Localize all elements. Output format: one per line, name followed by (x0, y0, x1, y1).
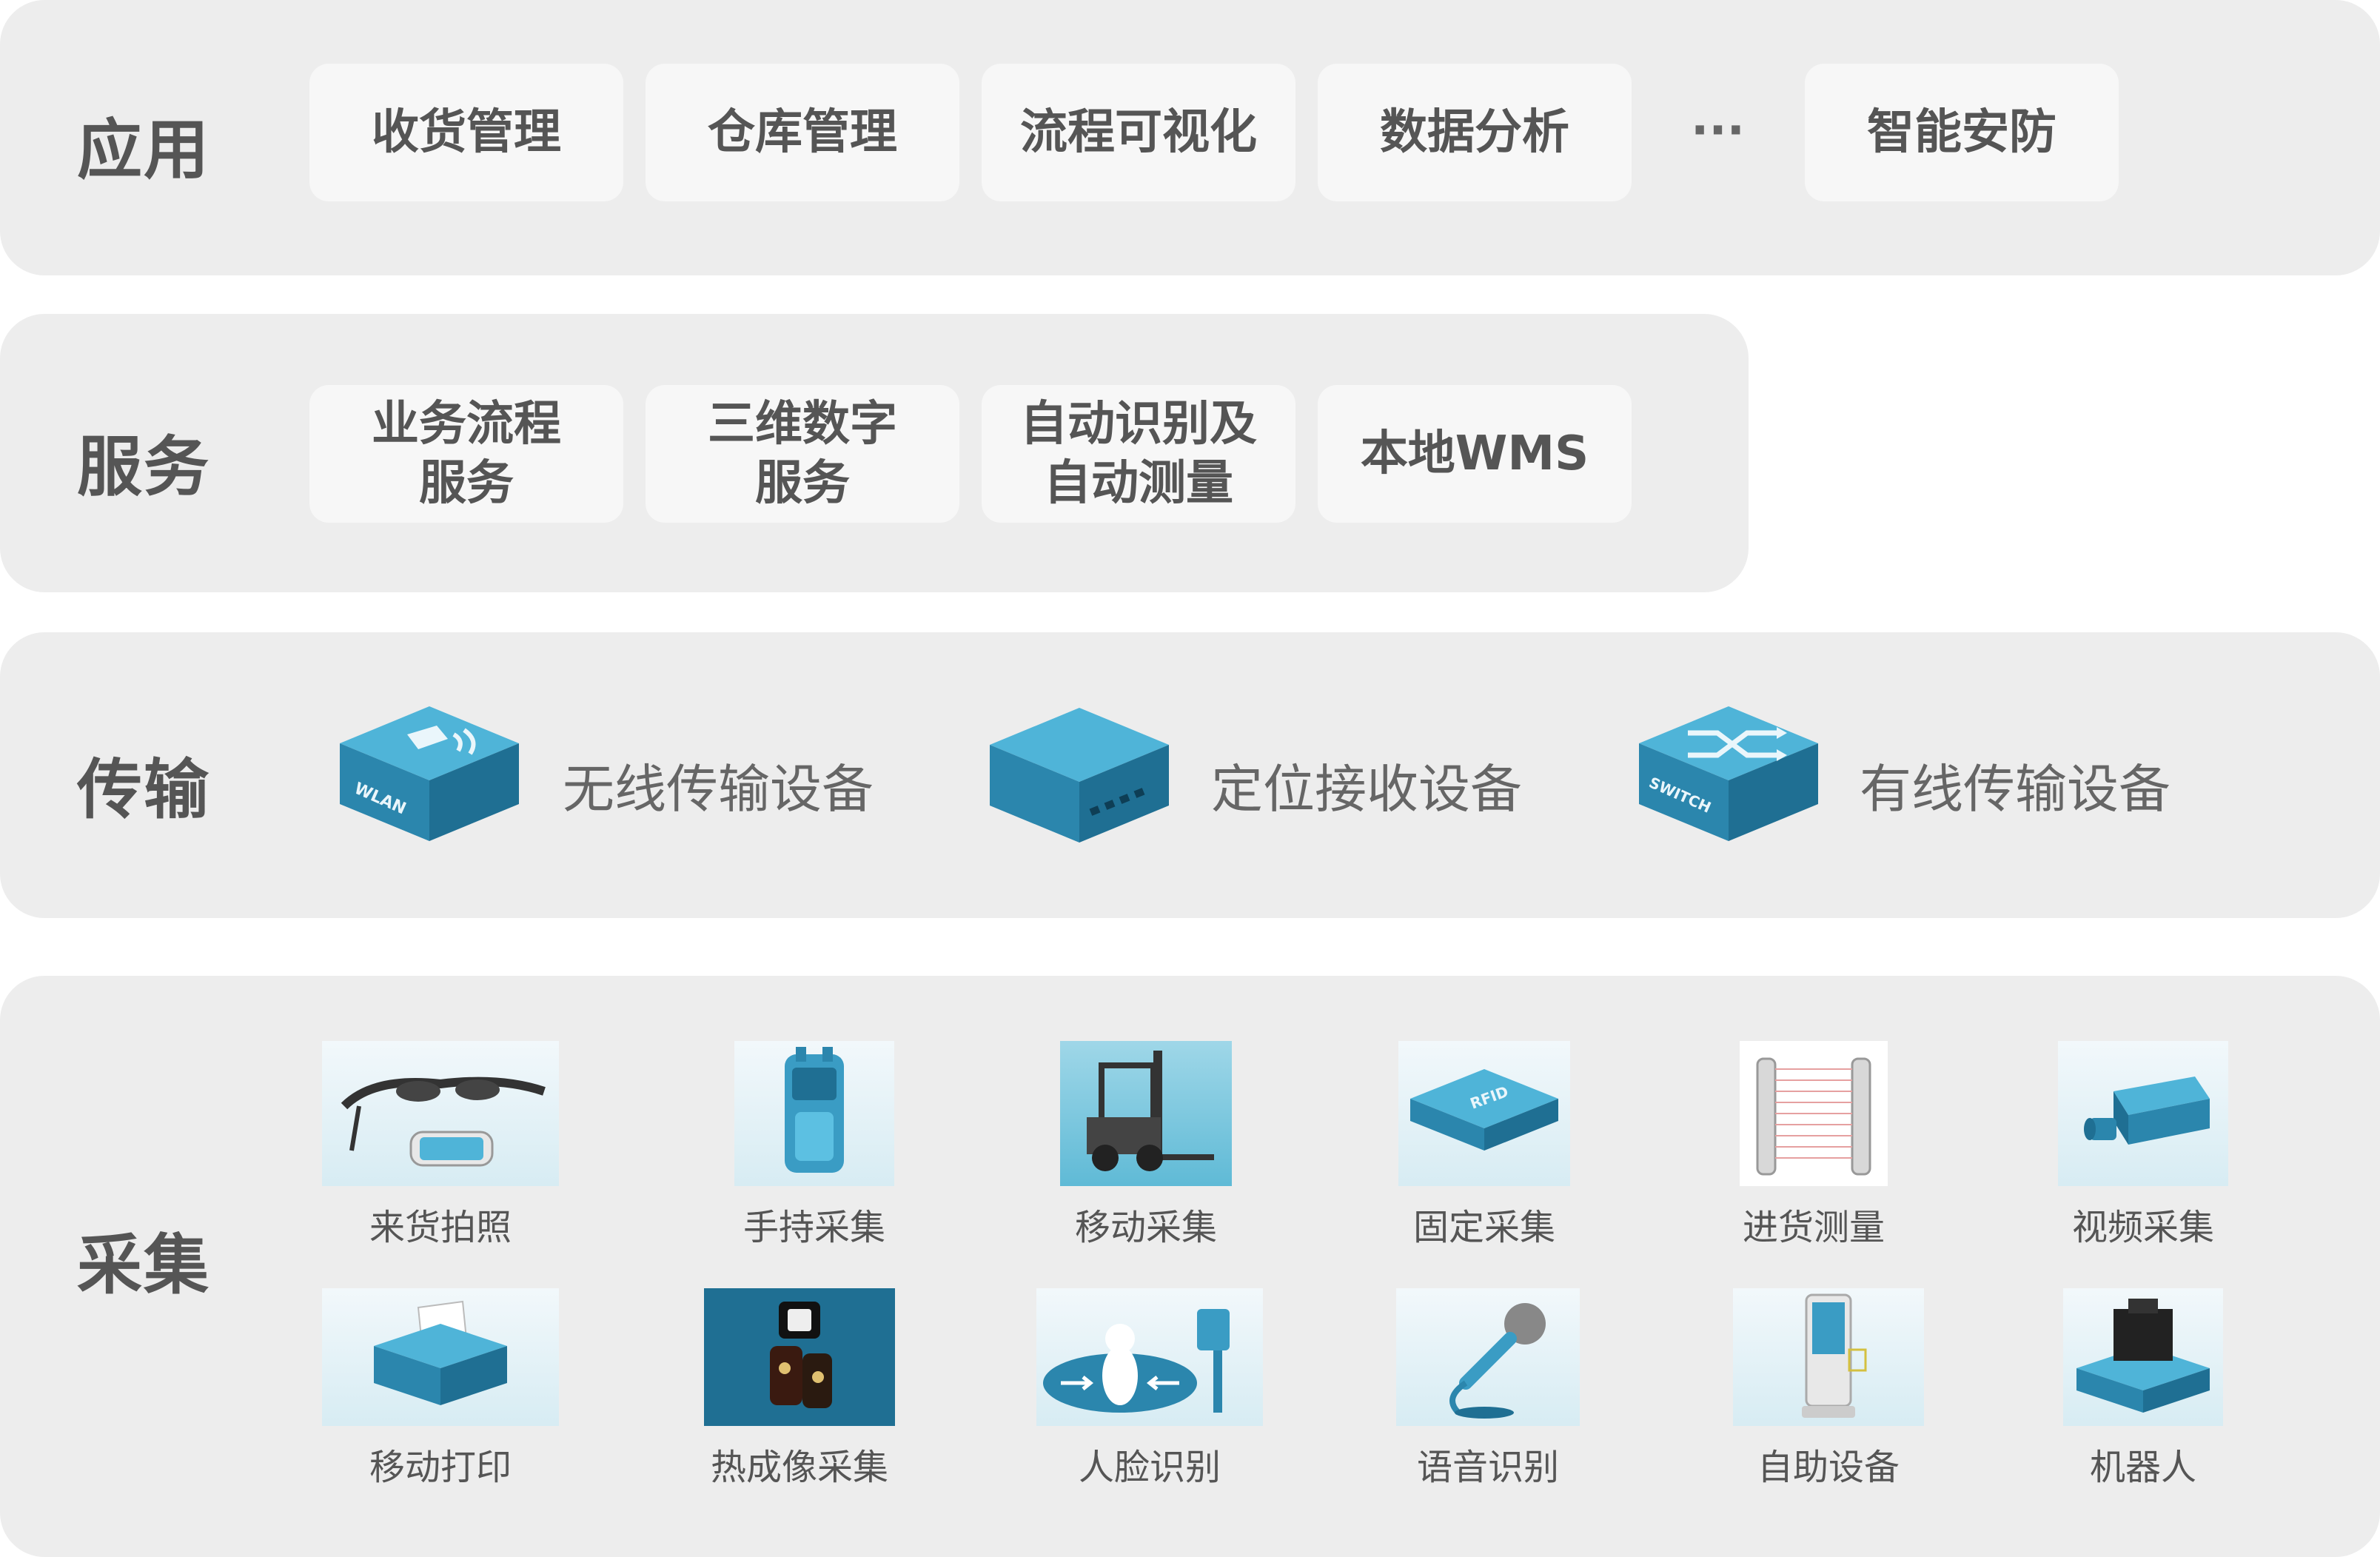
receiver-box-icon (990, 708, 1169, 843)
light-curtain-icon (1740, 1041, 1888, 1186)
positioning-device-label: 定位接收设备 (1211, 759, 1522, 820)
service-item-3d-digital[interactable]: 三维数字 服务 (646, 385, 959, 523)
service-item-auto-identification[interactable]: 自动识别及 自动测量 (982, 385, 1295, 523)
microphone-icon (1396, 1288, 1580, 1426)
service-item-business-process[interactable]: 业务流程 服务 (309, 385, 623, 523)
collection-item-label: 热成像采集 (710, 1447, 888, 1488)
application-layer-title: 应用 (77, 112, 211, 188)
rfid-reader-icon: RFID (1398, 1041, 1570, 1186)
collection-item-label: 移动采集 (1074, 1207, 1217, 1248)
handheld-terminal-icon (734, 1041, 894, 1186)
service-item-local-wms[interactable]: 本地WMS (1318, 385, 1632, 523)
collection-item-label: 自助设备 (1757, 1447, 1900, 1488)
service-item-line1: 自动识别及 (1020, 397, 1257, 452)
collection-item-label: 手持采集 (743, 1207, 885, 1248)
app-item-process-visualization[interactable]: 流程可视化 (982, 64, 1295, 201)
collection-item-video[interactable]: 视频采集 (2032, 1041, 2254, 1250)
printer-icon (322, 1288, 559, 1426)
service-item-line2: 服务 (755, 456, 850, 511)
service-item-line1: 业务流程 (372, 397, 561, 452)
collection-item-mobile[interactable]: 移动采集 (1035, 1041, 1257, 1250)
collection-item-label: 移动打印 (369, 1447, 512, 1488)
app-item-smart-security[interactable]: 智能安防 (1805, 64, 2119, 201)
kiosk-icon (1733, 1288, 1924, 1426)
collection-item-arrival-photo[interactable]: 来货拍照 (322, 1041, 559, 1250)
collection-item-label: 进货测量 (1742, 1207, 1885, 1248)
wireless-device-label: 无线传输设备 (563, 759, 874, 820)
collection-item-fixed[interactable]: RFID 固定采集 (1373, 1041, 1595, 1250)
collection-item-thermal[interactable]: 热成像采集 (688, 1288, 911, 1490)
service-layer-title: 服务 (77, 429, 211, 505)
collection-item-label: 语音识别 (1416, 1447, 1559, 1488)
collection-item-robot[interactable]: 机器人 (2032, 1288, 2254, 1490)
collection-item-mobile-print[interactable]: 移动打印 (322, 1288, 559, 1490)
collection-item-label: 人脸识别 (1078, 1447, 1221, 1488)
app-item-data-analysis[interactable]: 数据分析 (1318, 64, 1632, 201)
collection-item-self-service[interactable]: 自助设备 (1717, 1288, 1940, 1490)
collection-item-face-recognition[interactable]: 人脸识别 (1035, 1288, 1264, 1490)
service-item-line1: 三维数字 (708, 397, 897, 452)
collection-item-label: 机器人 (2089, 1447, 2196, 1488)
transmission-layer-title: 传输 (77, 751, 211, 828)
wlan-box-icon: WLAN (340, 706, 519, 841)
service-item-line2: 服务 (419, 456, 514, 511)
app-item-receiving[interactable]: 收货管理 (309, 64, 623, 201)
service-item-line2: 自动测量 (1044, 456, 1233, 511)
switch-box-icon: SWITCH (1639, 706, 1818, 841)
collection-item-handheld[interactable]: 手持采集 (703, 1041, 925, 1250)
forklift-icon (1060, 1041, 1232, 1186)
service-item-line1: 本地WMS (1360, 426, 1589, 481)
wired-device-label: 有线传输设备 (1860, 759, 2171, 820)
robot-icon (2063, 1288, 2223, 1426)
collection-item-voice-recognition[interactable]: 语音识别 (1377, 1288, 1599, 1490)
collection-layer-title: 采集 (77, 1227, 211, 1303)
app-more-ellipsis: ··· (1691, 104, 1745, 158)
app-item-warehouse[interactable]: 仓库管理 (646, 64, 959, 201)
collection-item-label: 视频采集 (2071, 1207, 2214, 1248)
thermal-imaging-icon (704, 1288, 895, 1426)
collection-item-label: 固定采集 (1412, 1207, 1555, 1248)
camera-icon (2058, 1041, 2228, 1186)
collection-item-label: 来货拍照 (369, 1207, 512, 1248)
face-recognition-icon (1036, 1288, 1263, 1426)
smart-glasses-icon (322, 1041, 559, 1186)
collection-item-incoming-measure[interactable]: 进货测量 (1703, 1041, 1925, 1250)
